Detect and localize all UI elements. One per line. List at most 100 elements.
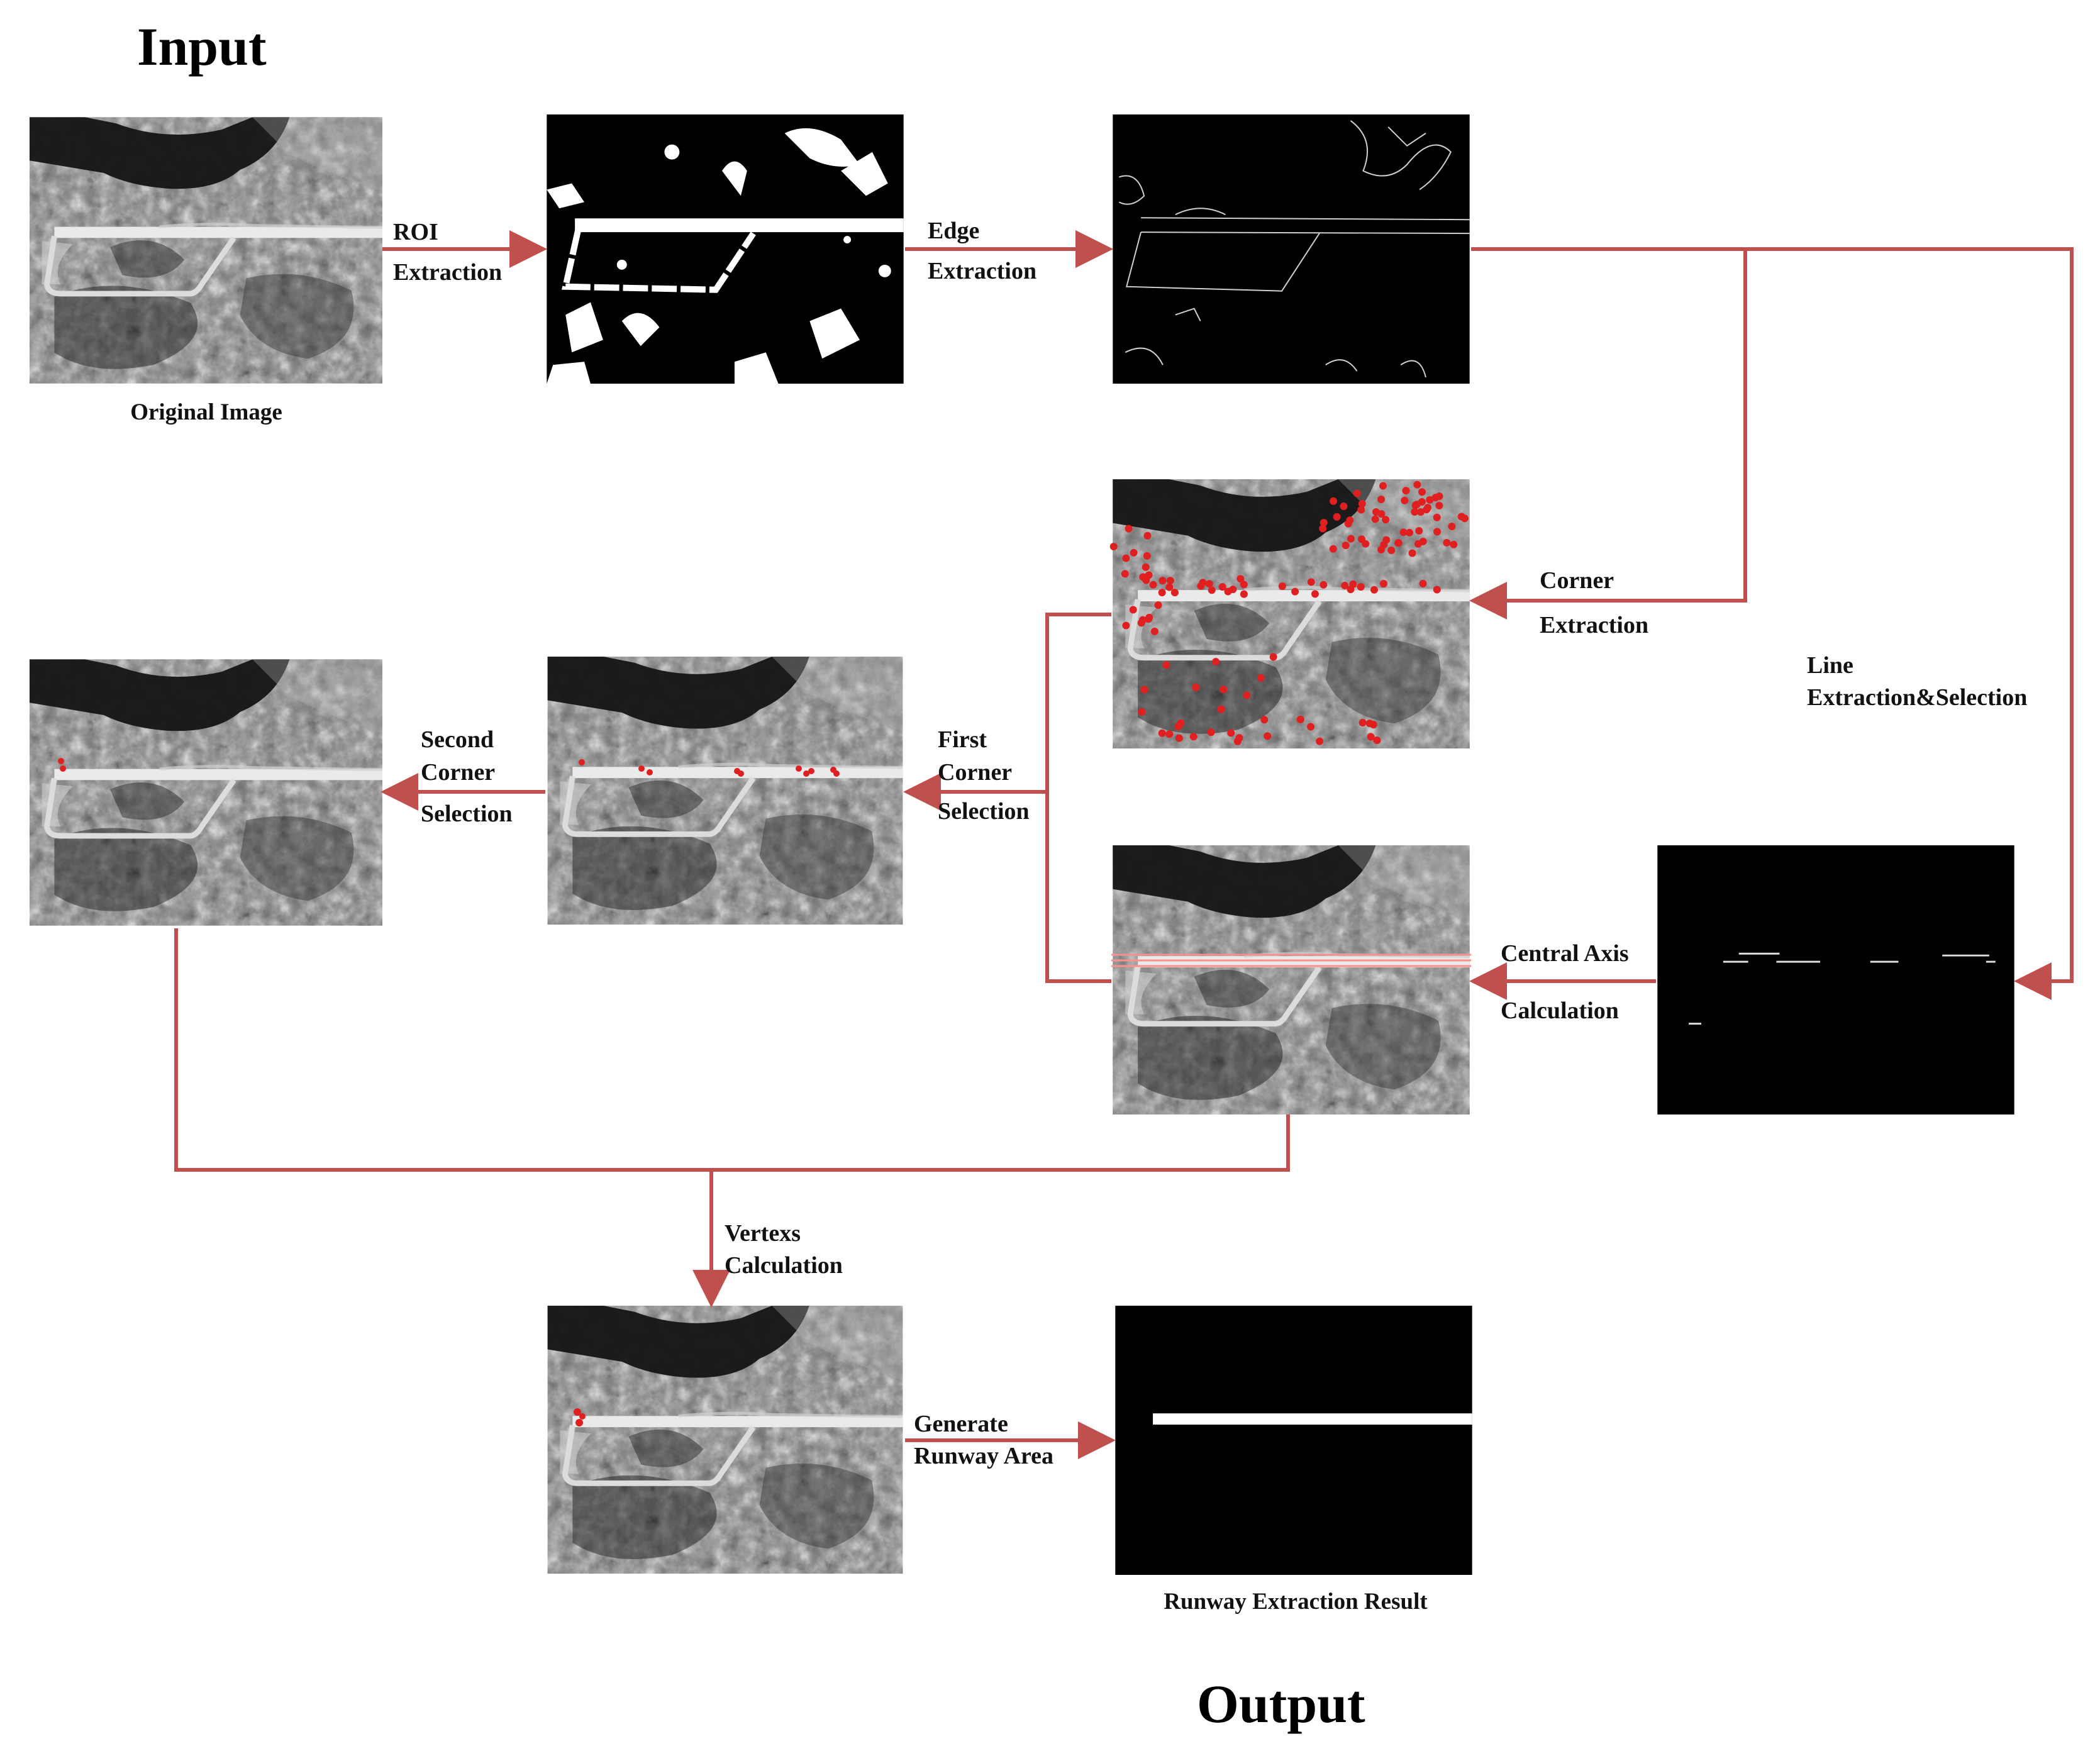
corner-point [1401,496,1409,504]
svg-text:Corner: Corner [421,759,495,786]
svg-text:Runway Area: Runway Area [914,1443,1053,1469]
corner-point [1121,570,1129,578]
corner-point [647,769,653,775]
edge-image [1112,114,1470,384]
line-extraction-image [1656,845,2016,1115]
corner-point [1347,535,1355,543]
roi-image [547,114,903,384]
central-axis-lines [1111,953,1471,967]
corner-point [1408,549,1416,557]
svg-text:Line: Line [1807,652,1853,679]
corner-point [1154,601,1162,609]
corner-point [1371,515,1379,523]
svg-text:Extraction: Extraction [1540,612,1648,638]
corner-point [1240,581,1248,589]
corner-point [1358,718,1367,726]
corner-point [1138,708,1146,716]
svg-text:Second: Second [421,726,494,753]
corner-point [1402,487,1410,495]
corner-point [1365,720,1374,728]
corner-point [1212,657,1220,665]
corner-point [1357,506,1365,514]
corner-point [1406,528,1414,536]
corner-point [1296,715,1304,723]
corner-point [1372,508,1380,516]
corner-point [1162,661,1170,669]
corner-point [803,770,809,777]
second-to-vertex-connector [174,928,1290,1172]
corner-point [1316,737,1324,745]
corner-point [1165,730,1174,738]
corner-point [1224,587,1232,596]
corner-point [1175,734,1183,742]
corner-point [1143,531,1152,540]
svg-text:Selection: Selection [938,798,1030,825]
corner-point [1218,583,1226,591]
corner-point [1227,729,1235,737]
corner-point [1413,501,1421,509]
first-corner-points [579,759,840,777]
corner-point [58,758,64,764]
corner-point [1278,582,1286,590]
corner-point [60,765,66,772]
corner-point [1358,499,1366,508]
corner-point [1291,587,1299,596]
svg-text:Extraction: Extraction [928,258,1036,284]
corner-point [1109,543,1118,551]
output-title: Output [1197,1674,1365,1734]
corner-point [1143,552,1151,560]
corner-point [1329,545,1337,553]
corner-point [1353,489,1361,498]
corner-point [1208,586,1216,594]
corner-point [1342,542,1350,550]
corner-point [1130,548,1138,557]
svg-text:Extraction&Selection: Extraction&Selection [1807,684,2027,711]
corner-point [1367,733,1375,741]
corner-point [1330,497,1338,505]
roi-extraction-label: ROI Extraction [393,219,502,286]
corner-extraction-label: Corner Extraction [1540,567,1648,638]
generate-runway-label: Generate Runway Area [914,1411,1053,1469]
svg-text:First: First [938,726,987,753]
corner-point [1418,488,1426,496]
svg-text:Calculation: Calculation [725,1252,843,1279]
svg-text:Corner: Corner [1540,567,1614,594]
corner-point [1373,737,1381,745]
corner-point [1129,606,1137,614]
second-corner-selection-label: Second Corner Selection [421,726,513,827]
line-extraction-label: Line Extraction&Selection [1807,652,2027,711]
corner-point [1411,508,1419,516]
corner-point [833,770,840,777]
corner-point [1433,513,1441,521]
second-corner-image [30,659,382,925]
corner-point [1413,481,1421,489]
original-image-caption: Original Image [130,399,282,425]
svg-text:Extraction: Extraction [393,259,502,286]
corner-point [1382,536,1391,544]
corner-point [1319,581,1328,589]
vertex-image [548,1306,903,1574]
corner-point [1394,539,1403,547]
svg-text:Generate: Generate [914,1411,1008,1437]
corner-point [1340,502,1348,510]
corner-point [1158,577,1167,585]
corner-point [1165,583,1174,591]
first-corner-selection-label: First Corner Selection [938,726,1030,825]
corner-point [1377,545,1386,553]
corner-point [1199,579,1207,587]
corner-point [1125,525,1133,533]
corner-point [808,768,814,774]
corner-point [1443,538,1451,547]
corner-point [1347,586,1355,594]
edge-to-line-connector [1471,247,2074,1000]
corner-point [1423,506,1431,514]
corner-point [1426,496,1434,504]
corner-point [1377,495,1386,503]
corner-point [1140,686,1148,694]
corner-point [1142,576,1150,584]
corner-point [1264,732,1272,740]
flow-arrows [174,230,2074,1459]
corner-point [1122,621,1130,630]
edge-to-corner-connector [1469,249,1747,620]
corner-point [1158,589,1166,597]
